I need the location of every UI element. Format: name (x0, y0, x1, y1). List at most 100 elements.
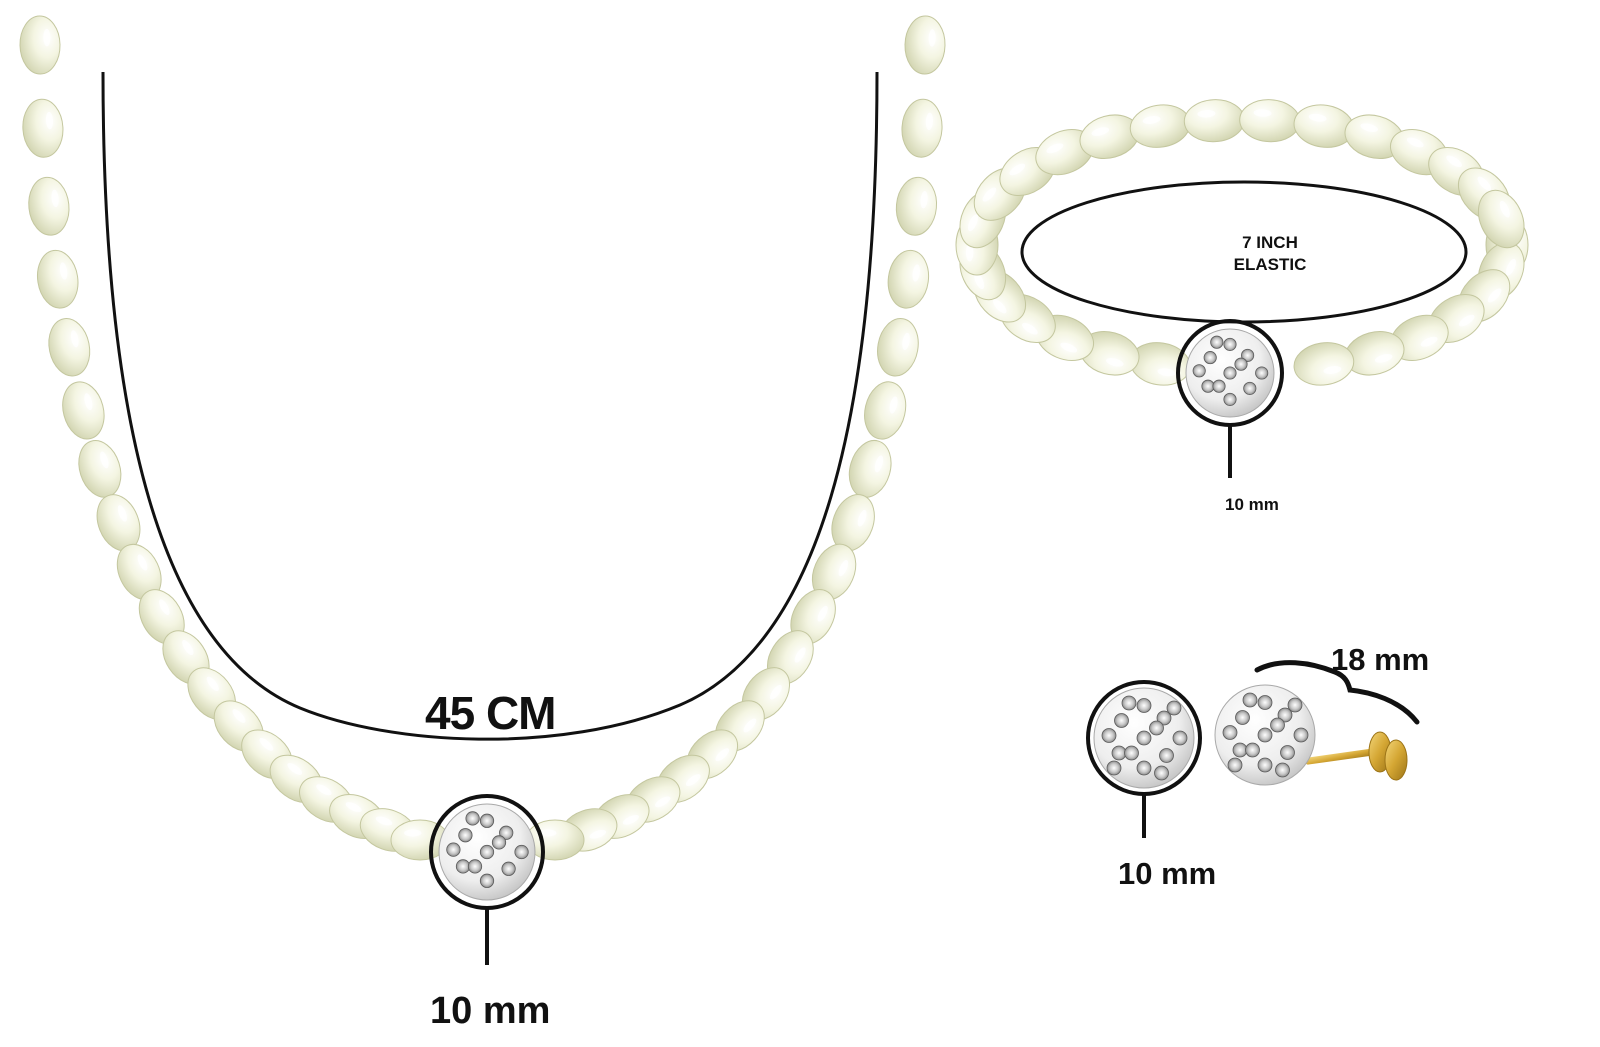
rhinestone (1270, 717, 1285, 733)
rhinestone (446, 842, 461, 857)
rhinestone (1280, 745, 1295, 760)
rhinestone (1227, 757, 1243, 773)
necklace-length-label: 45 CM (425, 687, 556, 739)
pearl-bead (877, 318, 919, 377)
rhinestone (1257, 695, 1273, 710)
rhinestone (1106, 760, 1122, 776)
rhinestone (1136, 760, 1152, 776)
rhinestone (1203, 351, 1217, 365)
rhinestone (1136, 698, 1152, 713)
rhinestone (1277, 707, 1293, 723)
pearl-bead (116, 543, 162, 601)
pearl-bead (1079, 331, 1140, 376)
rhinestone (1293, 727, 1309, 743)
rhinestone (479, 844, 495, 860)
earring-length-label: 18 mm (1331, 642, 1430, 677)
rhinestone (1223, 337, 1237, 351)
rhinestone (1287, 697, 1303, 713)
rhinestone (1124, 745, 1139, 761)
rhinestone (1242, 692, 1258, 708)
rhinestone (1154, 765, 1169, 781)
rhinestone (1241, 348, 1255, 362)
rhinestone (499, 825, 514, 840)
pearl-bead (1293, 342, 1355, 386)
rhinestone (479, 813, 495, 828)
rhinestone (465, 811, 480, 826)
pearl-bead (96, 494, 141, 552)
earring-front-view (1093, 687, 1195, 789)
bracelet-crystal-ball (1185, 328, 1275, 418)
pearl-bead (1344, 331, 1405, 376)
rhinestone (1210, 335, 1224, 349)
rhinestone (1257, 727, 1273, 743)
necklace-crystal-ball (438, 803, 536, 901)
pearl-bead (901, 98, 943, 158)
pearl-bead (1239, 99, 1301, 143)
pearl-bead (62, 381, 105, 440)
pearl-bead (864, 381, 907, 440)
rhinestone (1222, 725, 1238, 740)
bracelet-pearl-strand (955, 99, 1529, 386)
necklace-pearl-strand (19, 15, 946, 861)
rhinestone (1114, 713, 1129, 728)
earring-ball-size-label: 10 mm (1118, 856, 1217, 891)
rhinestone (479, 873, 495, 888)
pearl-bead (1344, 114, 1405, 159)
pearl-bead (831, 494, 875, 552)
necklace-ball-size-label: 10 mm (430, 990, 551, 1032)
bracelet-size-ellipse (1020, 180, 1468, 324)
pearl-bead (887, 249, 930, 309)
rhinestone (1201, 379, 1215, 393)
pearl-bead (78, 440, 122, 498)
rhinestone (1121, 695, 1137, 711)
earring-length-brace (1254, 660, 1420, 725)
pearl-bead (1079, 114, 1140, 159)
rhinestone (1257, 757, 1273, 773)
rhinestone (1166, 700, 1182, 716)
earring-side-view (1214, 684, 1316, 786)
pearl-bead (48, 318, 91, 377)
rhinestone (455, 859, 471, 874)
rhinestone (1243, 381, 1257, 395)
pearl-bead (895, 176, 938, 236)
bracelet-size-label-line1: 7 INCH (1242, 233, 1298, 252)
pearl-bead (28, 176, 70, 236)
rhinestone (1101, 728, 1117, 743)
rhinestone (1159, 748, 1174, 763)
necklace-length-curve (101, 71, 879, 741)
rhinestone (1234, 357, 1248, 371)
pearl-bead (1477, 189, 1525, 249)
rhinestone (491, 835, 507, 850)
rhinestone (1235, 710, 1250, 725)
bracelet-ball-size-label: 10 mm (1225, 495, 1279, 514)
rhinestone (1232, 742, 1248, 758)
pearl-bead (1129, 104, 1191, 148)
pearl-bead (848, 439, 892, 498)
rhinestone (501, 861, 516, 876)
rhinestone (514, 844, 529, 860)
rhinestone (1111, 745, 1127, 761)
rhinestone (458, 828, 473, 843)
pearl-bead (1390, 314, 1449, 362)
rhinestone (467, 859, 483, 874)
rhinestone (1156, 710, 1172, 726)
pearl-bead (36, 249, 79, 309)
rhinestone (1136, 730, 1152, 746)
rhinestone (1212, 379, 1226, 393)
bracelet-size-label-line2: ELASTIC (1233, 255, 1307, 274)
rhinestone (1255, 366, 1269, 380)
pearl-bead (19, 15, 61, 75)
rhinestone (1149, 720, 1164, 736)
rhinestone (1223, 366, 1237, 380)
rhinestone (1275, 762, 1290, 778)
pearl-bead (904, 15, 946, 75)
earring-post (1304, 731, 1408, 781)
rhinestone (1223, 392, 1237, 406)
rhinestone (1192, 364, 1206, 378)
pearl-bead (22, 98, 64, 158)
rhinestone (1245, 742, 1260, 758)
rhinestone (1172, 730, 1188, 746)
pearl-bead (1183, 99, 1245, 143)
